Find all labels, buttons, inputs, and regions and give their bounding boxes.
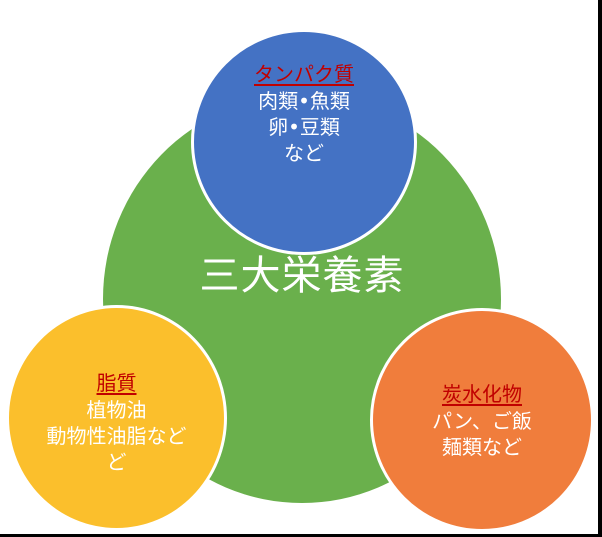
fat-text: 脂質 植物油 動物性油脂など ど [6,369,227,475]
protein-line-3: など [284,141,324,165]
fat-line-3: ど [106,450,127,474]
frame-bottom-edge [0,534,602,537]
center-label: 三大栄養素 [199,253,405,299]
carb-circle [370,308,594,532]
carb-text: 炭水化物 パン、ご飯 麺類など [370,380,594,460]
fat-heading: 脂質 [96,371,137,395]
protein-circle [191,29,417,255]
protein-text: タンパク質 肉類•魚類 卵•豆類 など [191,60,417,166]
protein-heading: タンパク質 [254,62,354,86]
carb-line-2: 麺類など [442,435,522,459]
carb-line-1: パン、ご飯 [432,409,532,433]
fat-circle [6,305,227,531]
fat-line-2: 動物性油脂など [46,424,187,448]
protein-line-1: 肉類•魚類 [258,89,350,113]
carb-heading: 炭水化物 [442,382,522,406]
protein-line-2: 卵•豆類 [268,115,340,139]
frame-right-edge [598,0,602,537]
fat-line-1: 植物油 [86,398,147,422]
